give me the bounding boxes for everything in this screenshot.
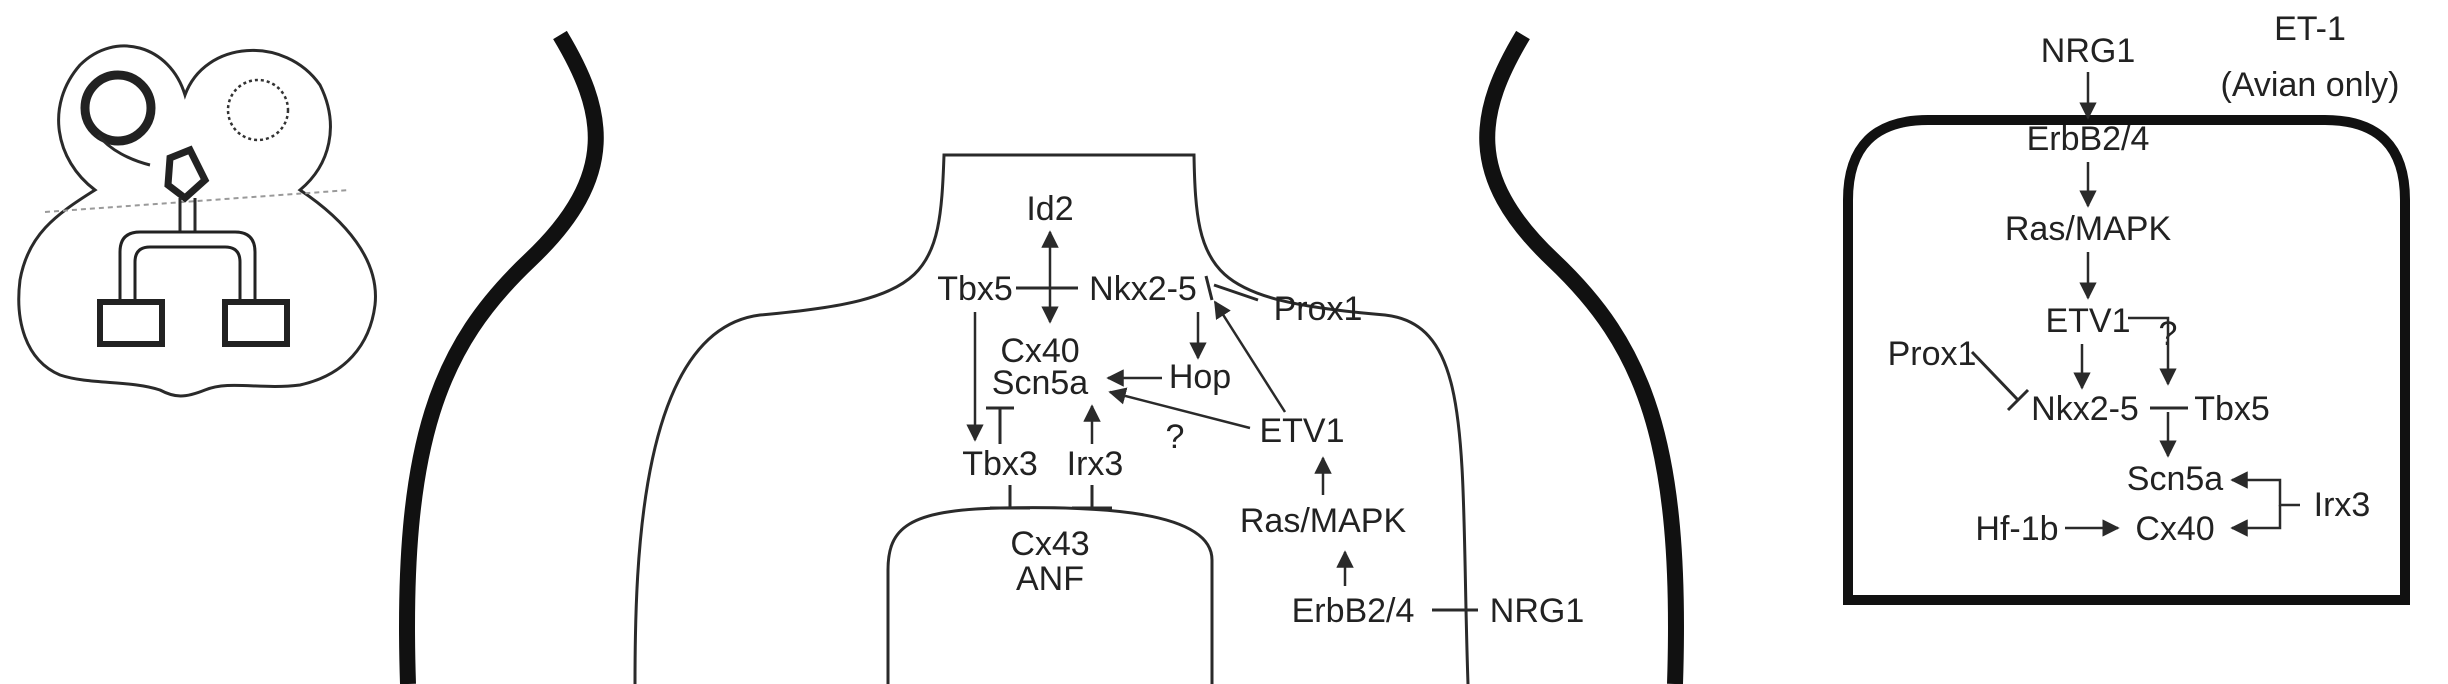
edge-prox1-inhibit-bar [1204, 275, 1214, 301]
central-irx3: Irx3 [1067, 445, 1124, 483]
right-avian: (Avian only) [2221, 66, 2400, 104]
central-cx40: Cx40 [1000, 332, 1079, 370]
bundle-branch-inner [133, 245, 242, 302]
left-thick-wall [399, 30, 604, 684]
edge-prox1-nkx25-inhibit [1213, 283, 1259, 302]
central-rasmapk: Ras/MAPK [1240, 502, 1407, 540]
his-bundle [178, 198, 197, 232]
edge-r-irx3-scn5a [2230, 471, 2300, 507]
central-tbx3: Tbx3 [962, 445, 1038, 483]
right-rasmapk: Ras/MAPK [2005, 210, 2172, 248]
right-scn5a: Scn5a [2127, 460, 2223, 498]
central-hop: Hop [1169, 358, 1231, 396]
central-scn5a: Scn5a [992, 364, 1088, 402]
bundle-branch-outer [118, 230, 257, 302]
inner-outline [633, 153, 1470, 684]
central-prox1: Prox1 [1274, 290, 1363, 328]
central-etv1: ETV1 [1259, 412, 1344, 450]
right-tbx5: Tbx5 [2194, 390, 2270, 428]
edge-r-etv1-tbx5 [2128, 316, 2177, 386]
right-et1: ET-1 [2274, 10, 2346, 48]
right-cell-box [1843, 115, 2410, 605]
heart-schematic [17, 44, 377, 398]
heart-outline [17, 44, 377, 398]
left-chamber-ring [80, 70, 156, 146]
central-anf: ANF [1016, 560, 1084, 598]
right-nkx25: Nkx2-5 [2031, 390, 2139, 428]
right-cx40: Cx40 [2135, 510, 2214, 548]
av-plane-line [44, 189, 351, 213]
edge-r-prox1-nkx25-inhibit [1970, 350, 2020, 402]
right-panel: NRG1 ET-1 (Avian only) ErbB2/4 Ras/MAPK … [1843, 10, 2410, 605]
right-chamber-dotted [226, 78, 290, 142]
central-nrg1: NRG1 [1490, 592, 1584, 630]
right-etv1: ETV1 [2045, 302, 2130, 340]
central-nkx25: Nkx2-5 [1089, 270, 1197, 308]
edge-r-prox1-bar [2006, 388, 2030, 412]
edge-etv1-nkx25 [1213, 300, 1287, 413]
edge-etv1-scn5a [1108, 387, 1251, 430]
right-erbb24: ErbB2/4 [2027, 120, 2150, 158]
central-panel: Id2 Tbx5 Nkx2-5 Prox1 Cx40 Hop Scn5a ? E… [399, 30, 1684, 684]
central-tbx5: Tbx5 [937, 270, 1013, 308]
central-erbb24: ErbB2/4 [1292, 592, 1415, 630]
right-nrg1: NRG1 [2041, 32, 2135, 70]
left-chamber-tail [96, 134, 151, 167]
right-thick-wall [1479, 30, 1684, 684]
central-cx43: Cx43 [1010, 525, 1089, 563]
central-id2: Id2 [1026, 190, 1073, 228]
central-question: ? [1166, 418, 1185, 456]
right-irx3: Irx3 [2314, 486, 2371, 524]
edge-r-irx3-cx40 [2230, 505, 2282, 537]
right-purkinje-box [222, 299, 290, 347]
right-hf1b: Hf-1b [1975, 510, 2058, 548]
right-prox1: Prox1 [1888, 335, 1977, 373]
av-node-shape [164, 145, 210, 203]
left-purkinje-box [97, 299, 165, 347]
